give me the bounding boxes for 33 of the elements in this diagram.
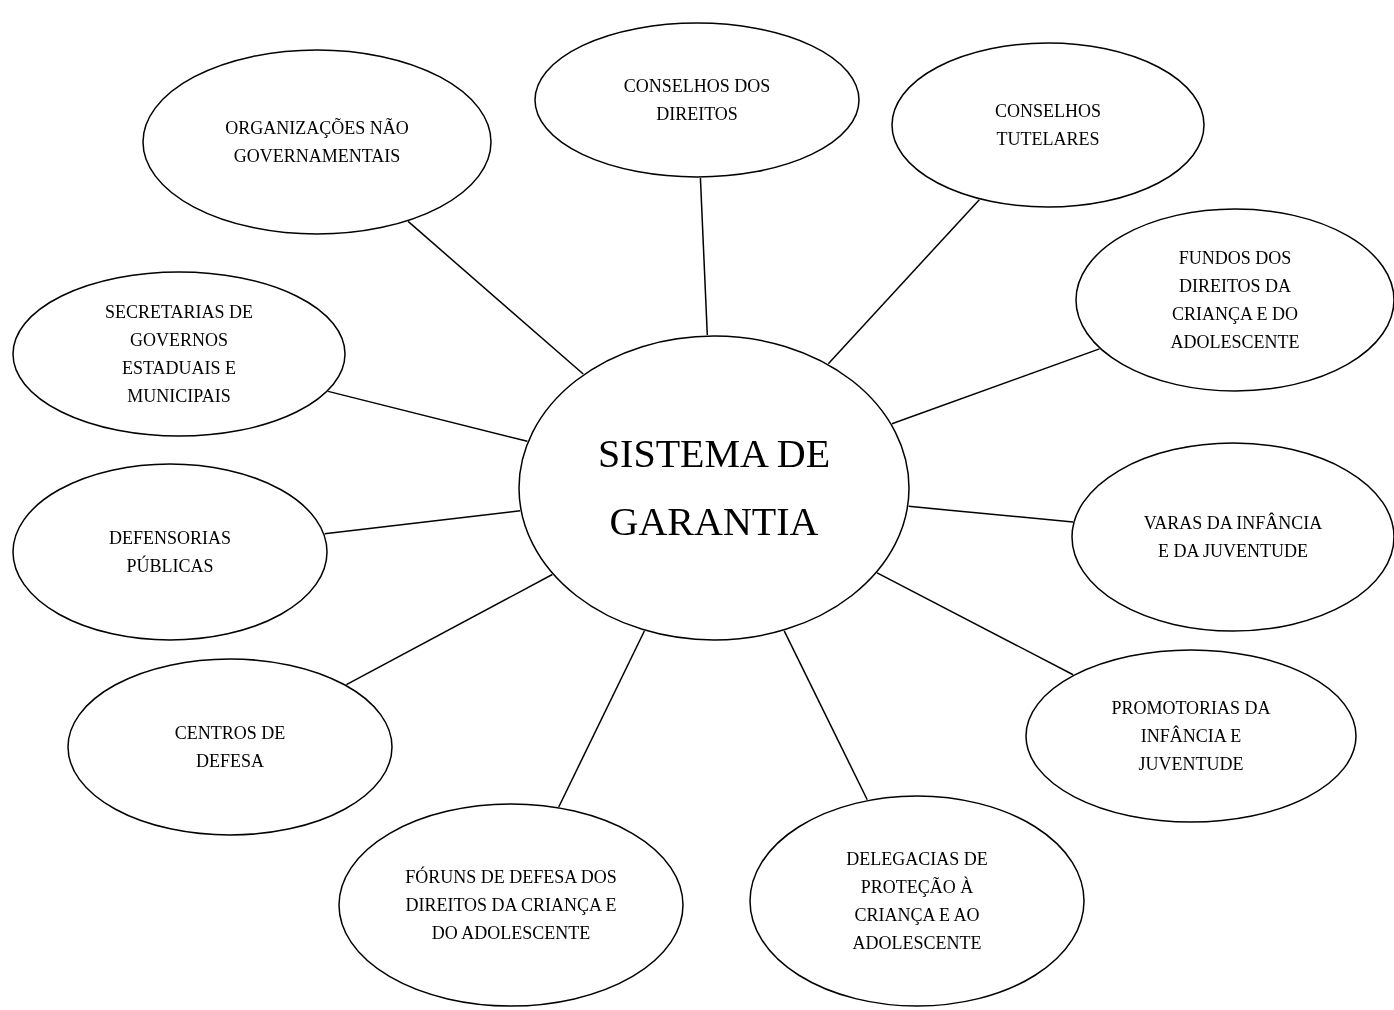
node-label: PROMOTORIAS DA INFÂNCIA E JUVENTUDE [1110,697,1272,776]
connector-line [407,220,584,375]
node-label: VARAS DA INFÂNCIA E DA JUVENTUDE [1142,511,1324,563]
node-label: DELEGACIAS DE PROTEÇÃO À CRIANÇA E AO ADOLESCENTE [845,848,989,955]
connector-line [783,630,868,801]
connector-line [827,198,981,365]
node-label: CENTROS DE DEFESA [173,722,287,773]
connector-line [876,572,1074,676]
connector-line [345,573,554,686]
ellipse-node [12,463,328,641]
node-label: FUNDOS DOS DIREITOS DA CRIANÇA E DO ADOLESCENTE [1169,247,1301,354]
ellipse-node [338,803,684,1007]
connector-line [699,177,709,336]
center-title: SISTEMA DE GARANTIA [596,430,832,546]
node-label: ORGANIZAÇÕES NÃO GOVERNAMENTAIS [224,117,410,168]
ellipse-node [12,271,346,437]
connector-line [907,505,1074,523]
connector-line [327,390,529,442]
ellipse-node [518,335,910,641]
node-label: FÓRUNS DE DEFESA DOS DIREITOS DA CRIANÇA E DO ADOLESCENTE [404,865,618,945]
node-label: CONSELHOS TUTELARES [994,100,1102,151]
connector-line [323,510,521,535]
ellipse-node [891,42,1205,208]
ellipse-node [67,658,393,836]
node-label: SECRETARIAS DE GOVERNOS ESTADUAIS E MUNICIPAIS [103,301,255,408]
ellipse-node [749,795,1085,1007]
ellipse-node [1025,649,1357,823]
node-label: CONSELHOS DOS DIREITOS [622,75,772,126]
ellipse-node [142,49,492,235]
connector-line [558,630,646,808]
connector-line [891,348,1101,425]
ellipse-node [534,22,860,178]
node-label: DEFENSORIAS PÚBLICAS [108,527,232,578]
